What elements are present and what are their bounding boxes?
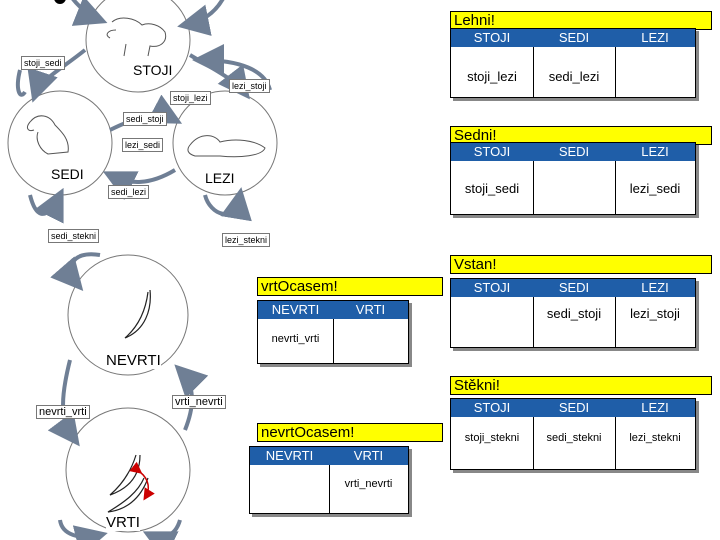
dog-sketch-lezi [187,135,266,158]
state-label-lezi: LEZI [205,170,235,186]
state-label-vrti: VRTI [106,514,140,531]
table-cell: stoji_lezi [467,69,517,84]
column-divider [533,47,534,98]
transition-label-stoji-sedi: stoji_sedi [21,56,65,70]
transition-label-sedi-stekni: sedi_stekni [48,229,100,243]
transition-label-vrti-nevrti: vrti_nevrti [172,395,226,409]
table-header: NEVRTI [258,301,333,319]
table-header: LEZI [615,143,695,161]
table-cell: stoji_sedi [464,181,520,196]
state-circle-nevrti [67,254,189,376]
transition-label-stoji-lezi: stoji_lezi [170,91,211,105]
column-divider [615,417,616,470]
table-header: VRTI [333,301,408,319]
table-header: SEDI [533,279,615,297]
table-header: SEDI [533,399,615,417]
transition-label-lezi-stekni: lezi_stekni [222,233,271,247]
table-sedni: STOJI SEDI LEZI stoji_sedi lezi_sedi [450,142,696,215]
table-header: STOJI [451,29,533,47]
table-cell: lezi_stoji [630,306,680,321]
table-cell: nevrti_vrti [271,333,320,345]
transition-label-sedi-stoji: sedi_stoji [123,112,167,126]
table-header: STOJI [451,143,533,161]
table-cell: sedi_stoji [546,306,602,321]
column-divider [615,47,616,98]
column-divider [333,319,334,364]
table-header: VRTI [329,447,408,465]
table-header: SEDI [533,143,615,161]
column-divider [533,297,534,348]
state-circle-vrti [65,407,191,533]
table-stekni: STOJI SEDI LEZI stoji_stekni sedi_stekni… [450,398,696,470]
table-header: NEVRTI [250,447,329,465]
state-circle-stoji [85,0,191,93]
column-divider [533,417,534,470]
dog-sketch-stoji [106,17,167,57]
table-header: STOJI [451,279,533,297]
table-header: LEZI [615,399,695,417]
table-header: LEZI [615,29,695,47]
table-cell: sedi_lezi [548,69,600,84]
table-cell: lezi_stekni [629,432,681,444]
wag-arrow [129,461,155,501]
table-lehni: STOJI SEDI LEZI stoji_lezi sedi_lezi [450,28,696,98]
table-title-nevrtocasem: nevrtOcasem! [257,423,443,442]
table-vrtocasem: NEVRTI VRTI nevrti_vrti [257,300,409,364]
table-header: LEZI [615,279,695,297]
transition-label-nevrti-vrti: nevrti_vrti [36,405,90,419]
column-divider [329,465,330,514]
table-nevrtocasem: NEVRTI VRTI vrti_nevrti [249,446,409,514]
tail-sketch-nevrti [124,289,151,339]
table-cell: vrti_nevrti [344,478,393,490]
transition-label-lezi-sedi: lezi_sedi [122,138,164,152]
table-title-vrtocasem: vrtOcasem! [257,277,443,296]
table-header: SEDI [533,29,615,47]
column-divider [533,161,534,215]
table-title-stekni: Stěkni! [450,376,712,395]
transition-label-lezi-stoji: lezi_stoji [229,79,270,93]
top-dot [54,0,66,4]
state-label-sedi: SEDI [51,166,84,182]
column-divider [615,297,616,348]
table-cell: sedi_stekni [546,432,602,444]
table-vstan: STOJI SEDI LEZI sedi_stoji lezi_stoji [450,278,696,348]
dog-sketch-sedi [26,115,69,155]
column-divider [615,161,616,215]
table-cell: lezi_sedi [629,181,681,196]
table-header: STOJI [451,399,533,417]
state-label-stoji: STOJI [133,62,173,78]
table-title-vstan: Vstan! [450,255,712,274]
state-label-nevrti: NEVRTI [106,352,161,369]
transition-label-sedi-lezi: sedi_lezi [108,185,150,199]
table-cell: stoji_stekni [464,432,520,444]
